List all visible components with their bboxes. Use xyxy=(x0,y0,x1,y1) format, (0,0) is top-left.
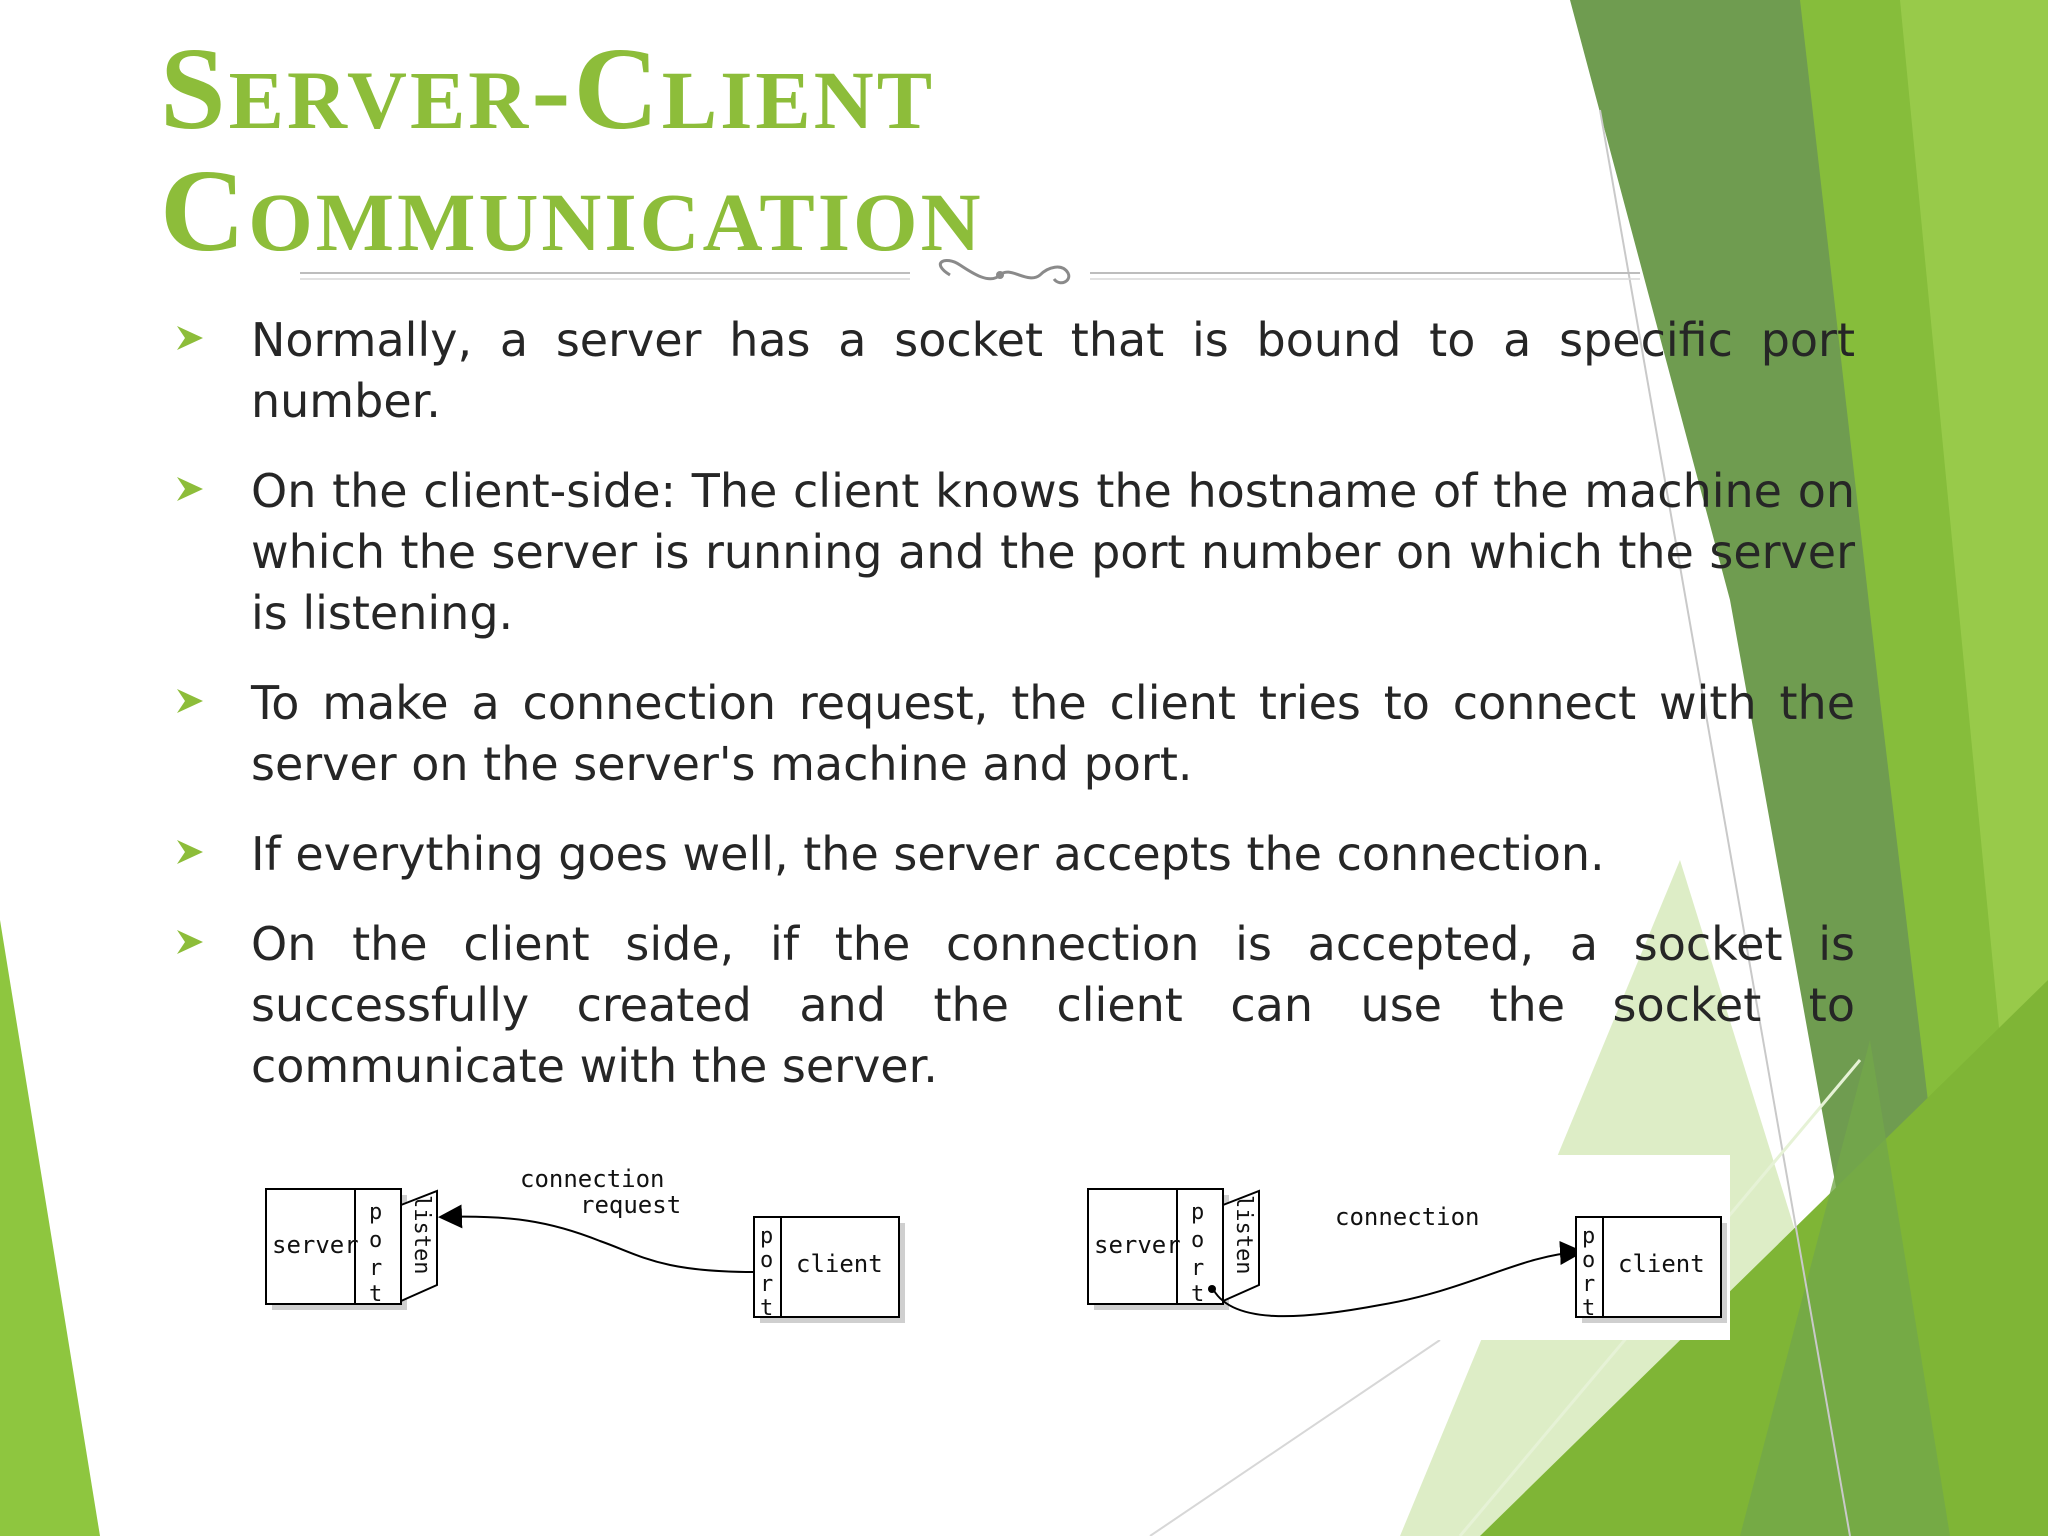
client-port-letter: p xyxy=(760,1224,773,1249)
ornament-flourish-icon xyxy=(938,259,1071,285)
title-line-2: Communication xyxy=(160,145,984,276)
bullet-text: To make a connection request, the client… xyxy=(251,676,1855,791)
port-letter: o xyxy=(1191,1228,1204,1253)
title-line-1: Server-Client xyxy=(160,23,936,154)
bullet-text: If everything goes well, the server acce… xyxy=(251,827,1605,881)
port-letter: r xyxy=(369,1256,382,1281)
bullet-list: Normally, a server has a socket that is … xyxy=(175,310,1855,1126)
server-box xyxy=(1087,1188,1224,1305)
bullet-item: To make a connection request, the client… xyxy=(175,673,1855,795)
bullet-text: On the client-side: The client knows the… xyxy=(251,464,1855,640)
arrow-bullet-icon xyxy=(177,326,203,350)
client-label: client xyxy=(1618,1250,1705,1278)
diagram-connection-request: server p o r t listen connection request… xyxy=(265,1165,905,1323)
arrow-bullet-icon xyxy=(177,930,203,954)
left-green-shape xyxy=(0,920,100,1536)
request-arrow xyxy=(438,1204,756,1273)
port-letter: o xyxy=(369,1228,382,1253)
bullet-item: Normally, a server has a socket that is … xyxy=(175,310,1855,432)
port-letter: p xyxy=(369,1200,382,1225)
accent-line-2 xyxy=(1149,1339,1441,1536)
bullet-text: Normally, a server has a socket that is … xyxy=(251,313,1855,428)
listen-label: listen xyxy=(409,1195,434,1274)
client-label: client xyxy=(796,1250,883,1278)
request-label-1: connection xyxy=(520,1165,665,1193)
connection-label: connection xyxy=(1335,1203,1480,1231)
server-box xyxy=(265,1188,402,1305)
client-port-letter: t xyxy=(1582,1296,1595,1321)
bullet-item: On the client side, if the connection is… xyxy=(175,914,1855,1097)
slide-title: Server-Client Communication xyxy=(160,28,984,272)
bullet-item: On the client-side: The client knows the… xyxy=(175,461,1855,644)
client-port-letter: o xyxy=(760,1248,773,1273)
arrow-bullet-icon xyxy=(177,477,203,501)
listen-label: listen xyxy=(1231,1195,1256,1274)
client-port-letter: t xyxy=(760,1296,773,1321)
diagram-background xyxy=(240,1155,1730,1340)
client-port-letter: p xyxy=(1582,1224,1595,1249)
port-letter: t xyxy=(1191,1282,1204,1307)
lower-green-triangle-2 xyxy=(1740,1040,1950,1536)
server-label: server xyxy=(1094,1231,1181,1259)
server-label: server xyxy=(272,1231,359,1259)
arrow-bullet-icon xyxy=(177,840,203,864)
port-letter: r xyxy=(1191,1256,1204,1281)
listen-socket xyxy=(400,1189,438,1303)
bullet-item: If everything goes well, the server acce… xyxy=(175,824,1855,885)
port-letter: t xyxy=(369,1282,382,1307)
request-label-2: request xyxy=(580,1191,681,1219)
diagram-connection: server p o r t listen connection p o r t… xyxy=(1087,1188,1727,1323)
ornament-divider xyxy=(300,259,1640,285)
arrow-bullet-icon xyxy=(177,689,203,713)
accent-line-1 xyxy=(1599,109,1851,1536)
port-letter: p xyxy=(1191,1200,1204,1225)
client-box xyxy=(753,1216,900,1318)
bullet-text: On the client side, if the connection is… xyxy=(251,917,1855,1093)
client-port-letter: r xyxy=(1582,1272,1595,1297)
listen-socket xyxy=(1222,1189,1260,1303)
connection-arrow xyxy=(1211,1241,1584,1318)
client-port-letter: o xyxy=(1582,1248,1595,1273)
client-port-letter: r xyxy=(760,1272,773,1297)
server-client-diagram: server p o r t listen connection request… xyxy=(265,1165,1727,1323)
client-box xyxy=(1575,1216,1722,1318)
